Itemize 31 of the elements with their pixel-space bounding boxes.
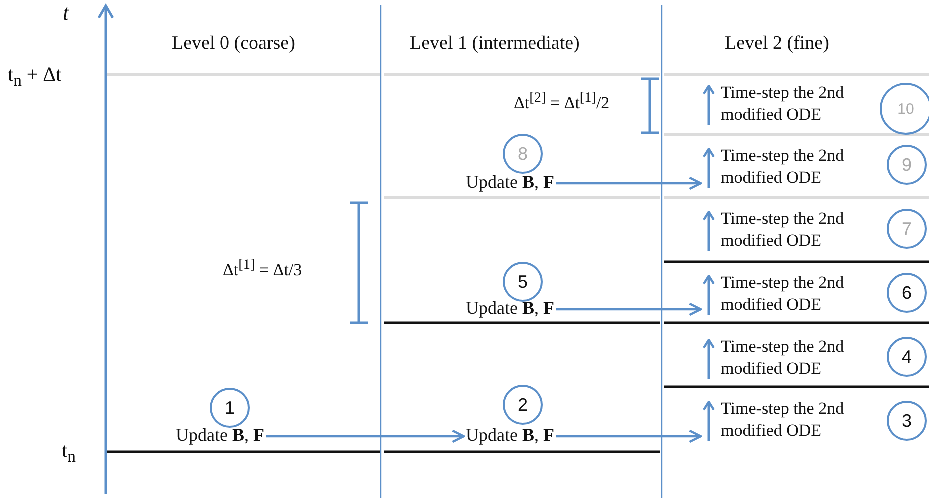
dimension-label: Δt$^{[1]}$ = Δt/3 <box>223 257 302 281</box>
column-heading: Level 2 (fine) <box>725 33 830 55</box>
step-number-circle: 1 <box>210 388 250 428</box>
dimension-label: Δt$^{[2]}$ = Δt$^{[1]}$/2 <box>514 90 610 114</box>
arrow <box>556 430 702 444</box>
arrow <box>556 176 702 190</box>
step-number-circle: 6 <box>887 273 927 313</box>
step-number-circle: 2 <box>503 385 543 425</box>
axis-tick-label: t$_{n}$ <box>62 440 76 467</box>
step-text: Update B, F <box>466 425 554 446</box>
step-text: Time-step the 2nd modified ODE <box>721 83 844 124</box>
step-number-circle: 5 <box>503 262 543 302</box>
step-text: Time-step the 2nd modified ODE <box>721 273 844 314</box>
axis-label: t <box>63 0 70 26</box>
step-number-circle: 3 <box>887 401 927 441</box>
axis-tick-label: t$_{n}$ + Δt <box>8 64 62 91</box>
step-number-circle: 9 <box>887 145 927 185</box>
column-heading: Level 0 (coarse) <box>172 33 296 55</box>
step-number-circle: 10 <box>880 83 929 135</box>
step-text: Time-step the 2nd modified ODE <box>721 399 844 440</box>
step-text: Time-step the 2nd modified ODE <box>721 146 844 187</box>
column-heading: Level 1 (intermediate) <box>410 33 580 55</box>
step-number-circle: 8 <box>503 134 543 174</box>
arrow <box>266 430 466 444</box>
step-text: Update B, F <box>176 425 264 446</box>
step-text: Update B, F <box>466 172 554 193</box>
arrow <box>556 302 702 316</box>
step-text: Time-step the 2nd modified ODE <box>721 209 844 250</box>
step-text: Time-step the 2nd modified ODE <box>721 337 844 378</box>
step-number-circle: 4 <box>887 337 927 377</box>
step-number-circle: 7 <box>887 209 927 249</box>
